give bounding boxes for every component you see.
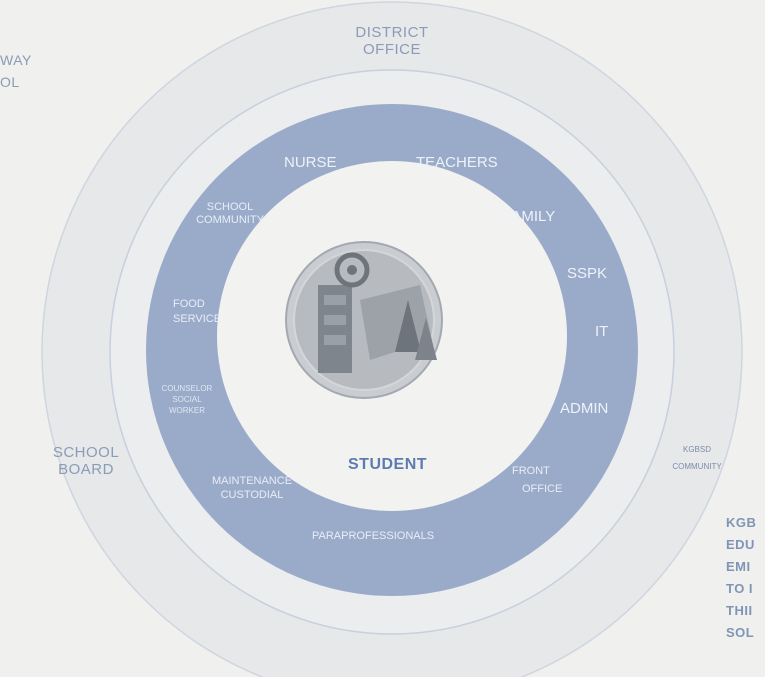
nurse-label: NURSE xyxy=(284,154,337,171)
counselor-line-3: WORKER xyxy=(169,406,205,416)
side-text-line-1: KGB xyxy=(726,515,757,530)
district-office-line-1: DISTRICT xyxy=(355,24,429,41)
cut-off-left-label: WAY OL xyxy=(0,52,32,90)
kgbsd-community-line-1: KGBSD xyxy=(682,445,712,454)
sspk-label: SSPK xyxy=(567,265,608,282)
kgbsd-community-label: KGBSD COMMUNITY xyxy=(672,445,721,471)
paraprofessionals-label: PARAPROFESSIONALS xyxy=(312,530,435,542)
it-label: IT xyxy=(595,323,609,340)
counselor-line-1: COUNSELOR xyxy=(161,384,213,393)
maintenance-line-2: CUSTODIAL xyxy=(220,489,284,502)
counselor-social-worker-label: COUNSELOR SOCIAL WORKER xyxy=(162,383,213,417)
school-community-line-2: COMMUNITY xyxy=(196,213,264,226)
front-office-line-2: OFFICE xyxy=(522,482,563,495)
food-service-line-2: SERVICE xyxy=(173,313,222,326)
side-text-line-3: EMI xyxy=(726,559,751,574)
teachers-label: TEACHERS xyxy=(416,154,498,171)
food-service-line-1: FOOD xyxy=(173,298,205,310)
side-text-line-6: SOL xyxy=(726,625,755,640)
district-office-label: DISTRICT OFFICE xyxy=(355,24,428,59)
side-text-line-2: EDU xyxy=(726,537,755,552)
kgbsd-community-line-2: COMMUNITY xyxy=(672,462,722,472)
school-community-label: SCHOOL COMMUNITY xyxy=(196,201,264,226)
side-text-line-4: TO I xyxy=(726,581,754,596)
cut-left-line-2: OL xyxy=(0,74,20,91)
front-office-label: FRONT OFFICE xyxy=(512,463,562,498)
side-text: KGB EDU EMI TO I THII SOL xyxy=(726,512,756,644)
school-board-line-1: SCHOOL xyxy=(52,444,120,461)
school-board-line-2: BOARD xyxy=(58,461,114,479)
student-label: STUDENT xyxy=(348,456,428,473)
admin-label: ADMIN xyxy=(560,400,609,417)
maintenance-custodial-label: MAINTENANCE CUSTODIAL xyxy=(212,474,292,503)
maintenance-line-1: MAINTENANCE xyxy=(211,475,293,487)
family-label: FAMILY xyxy=(503,208,556,225)
district-office-line-2: OFFICE xyxy=(362,41,421,59)
school-board-label: SCHOOL BOARD xyxy=(53,444,119,479)
school-community-line-1: SCHOOL xyxy=(206,201,254,213)
school-district-seal-icon xyxy=(285,241,443,399)
front-office-line-1: FRONT xyxy=(512,465,550,477)
side-text-line-5: THII xyxy=(726,603,753,618)
cut-left-line-1: WAY xyxy=(0,52,32,68)
counselor-line-2: SOCIAL xyxy=(172,395,202,405)
food-service-label: FOOD SERVICE xyxy=(173,297,221,328)
